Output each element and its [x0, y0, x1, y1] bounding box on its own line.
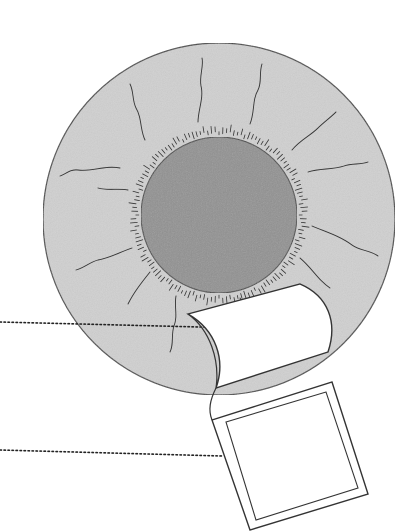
- pupil: [141, 137, 297, 293]
- leader-line-bottom: [0, 450, 222, 456]
